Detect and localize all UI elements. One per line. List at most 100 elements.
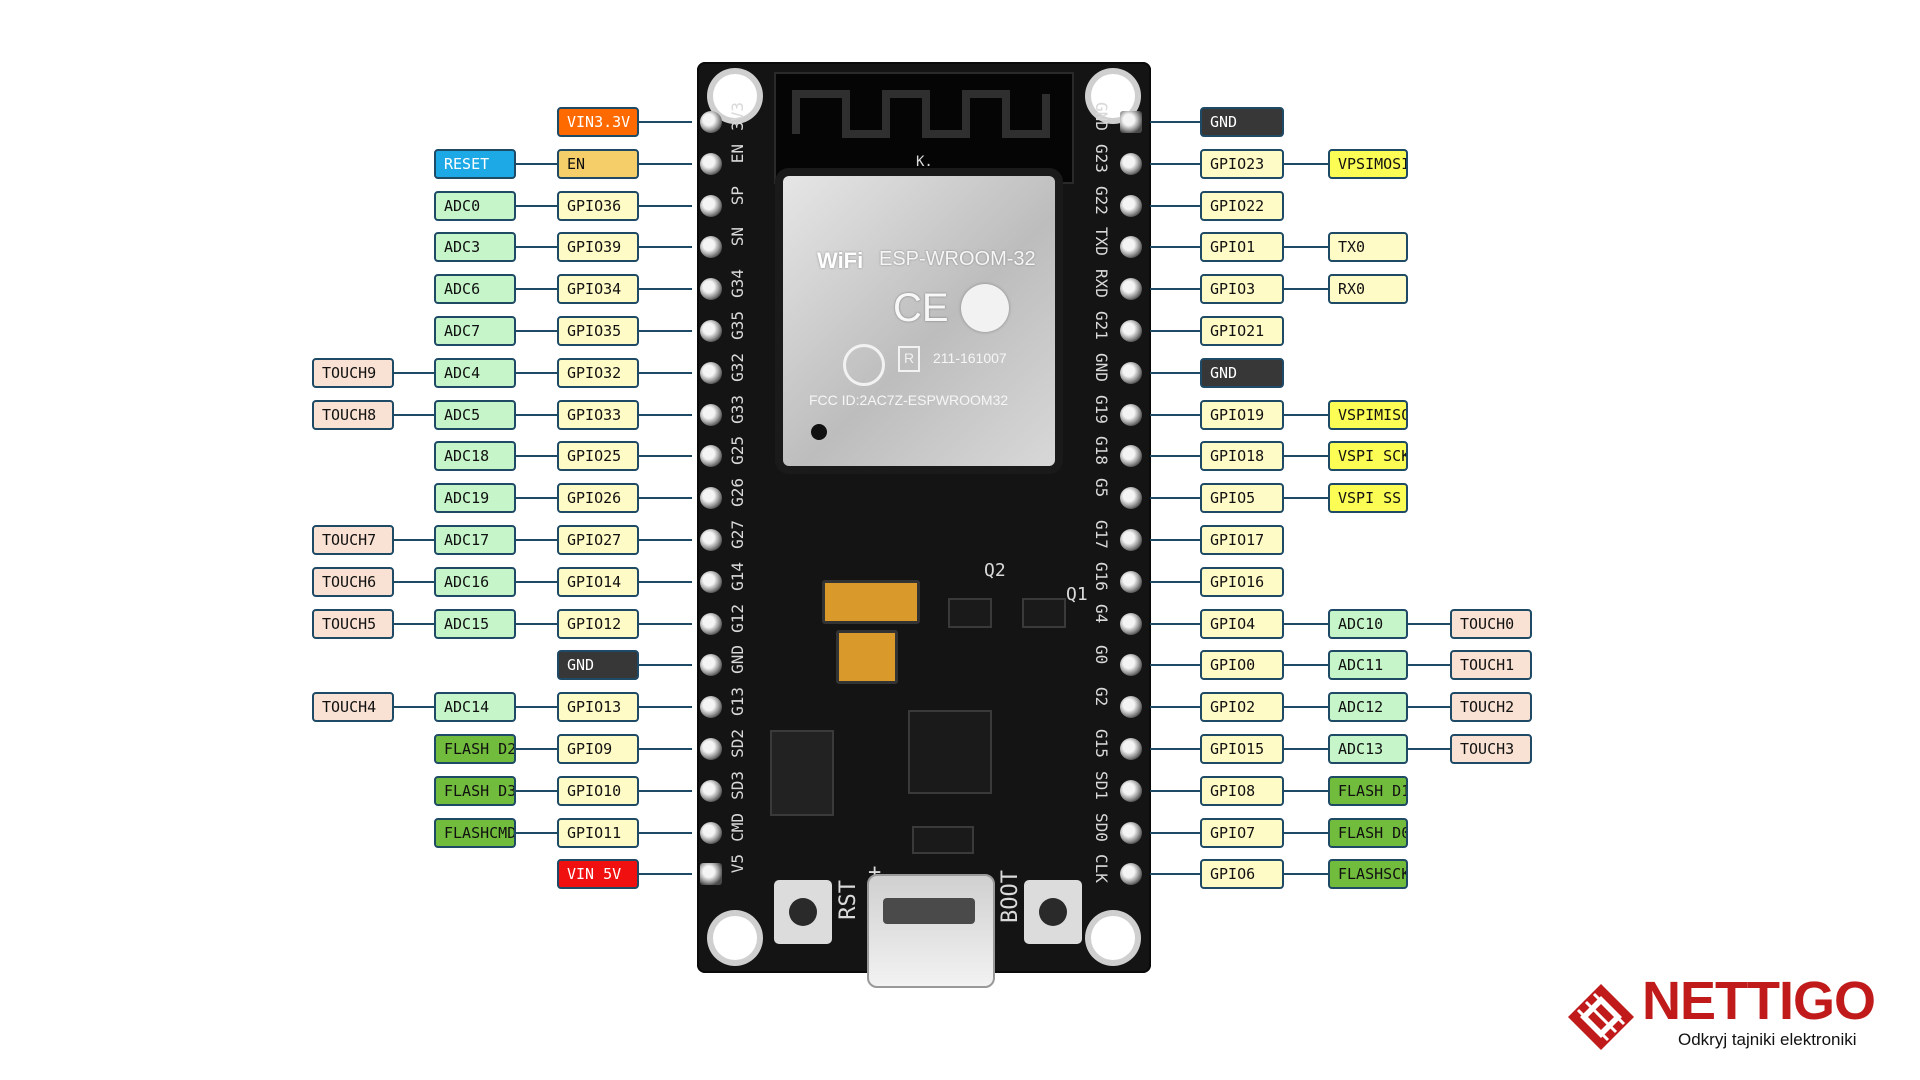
- header-pin: [700, 152, 722, 175]
- silk-label-right: G15: [1092, 729, 1111, 758]
- silk-label-right: G21: [1092, 311, 1111, 340]
- connector-line: [394, 371, 434, 374]
- header-pin: [1120, 821, 1142, 844]
- header-pin: [1120, 612, 1142, 635]
- connector-line: [1284, 622, 1328, 625]
- silk-label-left: G25: [728, 436, 747, 466]
- pin-label-gpio: GPIO25: [557, 441, 639, 472]
- fcc-id: FCC ID:2AC7Z-ESPWROOM32: [809, 392, 1009, 408]
- silk-label-left: CMD: [728, 812, 747, 842]
- mounting-hole: [713, 916, 757, 960]
- pin1-dot: [811, 424, 827, 440]
- header-pin: [700, 821, 722, 844]
- pin-label-gpio: GPIO12: [557, 608, 639, 639]
- connector-line: [1150, 831, 1200, 834]
- pin-label-gpio: GPIO17: [1200, 525, 1284, 555]
- pin-label-gpio: GPIO15: [1200, 734, 1284, 764]
- connector-line: [639, 622, 692, 625]
- header-pin: [1120, 445, 1142, 468]
- connector-line: [516, 204, 557, 207]
- pin-label-vspi: VSPI SCK: [1328, 441, 1408, 472]
- silk-label-left: SP: [728, 185, 747, 205]
- pin-label-adc: ADC13: [1328, 734, 1408, 764]
- nettigo-mark-icon: [1568, 984, 1634, 1050]
- pin-label-adc: ADC16: [434, 566, 516, 597]
- pin-label-power: VIN3.3V: [557, 107, 639, 137]
- silk-label-right: G2: [1092, 687, 1111, 707]
- esp-wroom-32-module: WiFi ESP-WROOM-32 CE R 211-161007 FCC ID…: [783, 176, 1055, 466]
- connector-line: [1408, 706, 1450, 709]
- header-pin: [1120, 236, 1142, 259]
- header-pin: [700, 361, 722, 384]
- silk-label-right: TXD: [1092, 227, 1111, 257]
- pin-label-en: EN: [557, 148, 639, 179]
- silk-label-right: GND: [1092, 352, 1111, 382]
- connector-line: [1150, 497, 1200, 500]
- pin-label-gpio: GPIO35: [557, 316, 639, 346]
- tantalum-capacitor: [836, 630, 898, 684]
- silk-label-left: G34: [728, 269, 747, 299]
- pin-label-gpio: GPIO7: [1200, 817, 1284, 848]
- pin-label-gnd: GND: [1200, 107, 1284, 137]
- q1-label: Q1: [1066, 584, 1088, 605]
- connector-line: [639, 204, 692, 207]
- connector-line: [516, 748, 557, 750]
- connector-line: [1284, 873, 1328, 876]
- silk-label-left: G12: [728, 603, 747, 633]
- header-pin: [1120, 654, 1142, 677]
- header-pin: [700, 487, 722, 510]
- pin-label-flash: FLASHSCK: [1328, 859, 1408, 890]
- header-pin: [700, 612, 722, 635]
- connector-line: [394, 622, 434, 625]
- pin-label-gpio: GPIO22: [1200, 190, 1284, 221]
- boot-button[interactable]: [1024, 880, 1082, 944]
- transistor-q1: [1022, 598, 1066, 628]
- connector-line: [639, 330, 692, 332]
- pin-label-touch: TOUCH8: [312, 399, 394, 430]
- connector-line: [516, 580, 557, 583]
- rst-label: RST: [836, 880, 861, 920]
- silk-label-left: SD3: [728, 770, 747, 800]
- header-pin: [1120, 361, 1142, 384]
- header-pin: [1120, 152, 1142, 175]
- pin-label-gpio: GPIO3: [1200, 274, 1284, 305]
- connector-line: [1284, 413, 1328, 416]
- connector-line: [639, 246, 692, 249]
- connector-line: [1284, 246, 1328, 249]
- connector-line: [1150, 873, 1200, 876]
- pin-label-gpio: GPIO11: [557, 817, 639, 848]
- connector-line: [516, 831, 557, 834]
- connector-line: [639, 288, 692, 291]
- connector-line: [639, 664, 692, 667]
- pin-label-adc: ADC15: [434, 608, 516, 639]
- header-pin: [700, 696, 722, 719]
- connector-line: [639, 121, 692, 123]
- connector-line: [516, 622, 557, 625]
- mounting-hole: [1091, 74, 1135, 118]
- micro-usb-port[interactable]: [867, 874, 995, 988]
- pin-label-touch: TOUCH0: [1450, 608, 1532, 639]
- connector-line: [639, 539, 692, 541]
- pin-label-gpio: GPIO21: [1200, 316, 1284, 346]
- pin-label-vspi: VPSIMOSI: [1328, 148, 1408, 179]
- pin-label-gpio: GPIO32: [557, 357, 639, 388]
- pin-label-gpio: GPIO18: [1200, 441, 1284, 472]
- connector-line: [1150, 706, 1200, 709]
- silk-label-left: GND: [728, 645, 747, 675]
- connector-line: [1284, 497, 1328, 500]
- silk-label-right: SD0: [1092, 812, 1111, 842]
- tantalum-capacitor: [822, 580, 920, 624]
- silk-label-right: G4: [1092, 603, 1111, 623]
- header-pin: [1120, 570, 1142, 593]
- connector-line: [1408, 664, 1450, 667]
- pin-label-gpio: GPIO14: [557, 566, 639, 597]
- pin-label-flash: FLASH D0: [1328, 817, 1408, 848]
- pin-label-gpio: GPIO27: [557, 525, 639, 555]
- pin-label-adc: ADC0: [434, 190, 516, 221]
- silk-label-left: G13: [728, 687, 747, 717]
- header-pin: [1120, 111, 1142, 133]
- pin-label-gpio: GPIO19: [1200, 399, 1284, 430]
- silk-label-right: G17: [1092, 520, 1111, 549]
- silk-label-right: G19: [1092, 394, 1111, 424]
- rst-button[interactable]: [774, 880, 832, 944]
